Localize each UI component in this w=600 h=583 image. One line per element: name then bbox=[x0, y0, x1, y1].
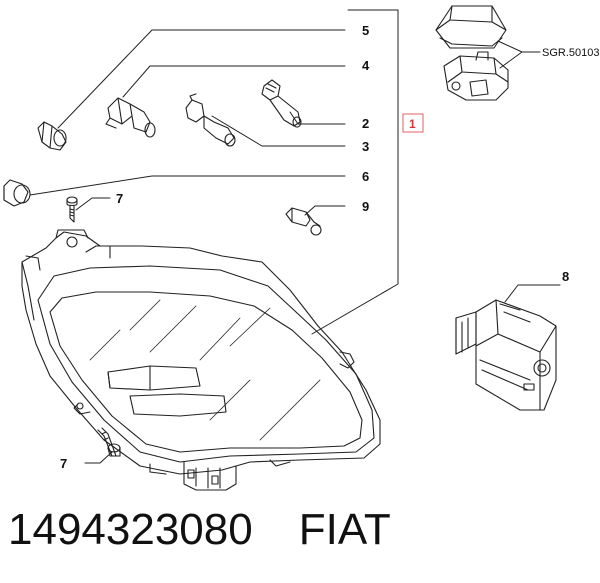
callout-6: 6 bbox=[362, 169, 369, 184]
callout-2: 2 bbox=[362, 116, 369, 131]
switch-module-part-8 bbox=[455, 299, 557, 411]
callout-1-box bbox=[402, 113, 424, 133]
wedge-bulb-part-5 bbox=[37, 121, 67, 151]
callout-5: 5 bbox=[362, 23, 369, 38]
callout-7-top: 7 bbox=[116, 191, 123, 206]
part-number: 1494323080 bbox=[8, 505, 253, 554]
screw-part-7-bottom bbox=[97, 427, 121, 457]
bulb-cover-sgr bbox=[435, 5, 507, 49]
callout-3: 3 bbox=[362, 139, 369, 154]
callout-1: 1 bbox=[409, 117, 416, 131]
screw-part-7-top bbox=[66, 196, 78, 223]
callout-8: 8 bbox=[562, 269, 569, 284]
small-bulb-part-6 bbox=[3, 179, 31, 207]
reference-code: SGR.50103 bbox=[542, 47, 599, 59]
headlamp-assembly-part-1 bbox=[21, 229, 381, 491]
brand-name: FIAT bbox=[298, 505, 391, 554]
leader-lines bbox=[29, 9, 561, 464]
bulb-part-2 bbox=[261, 79, 302, 128]
bulb-socket-sgr bbox=[443, 51, 509, 101]
callout-labels: 5 4 2 3 6 9 7 7 8 SGR.50103 1 bbox=[60, 23, 599, 471]
h7-bulb-part-3 bbox=[185, 93, 236, 147]
callout-7-bottom: 7 bbox=[60, 456, 67, 471]
callout-4: 4 bbox=[362, 58, 370, 73]
footer-caption: 1494323080 FIAT bbox=[8, 505, 391, 575]
h7-bulb-part-4 bbox=[105, 97, 156, 138]
connector-part-9 bbox=[285, 207, 322, 236]
callout-9: 9 bbox=[362, 199, 369, 214]
